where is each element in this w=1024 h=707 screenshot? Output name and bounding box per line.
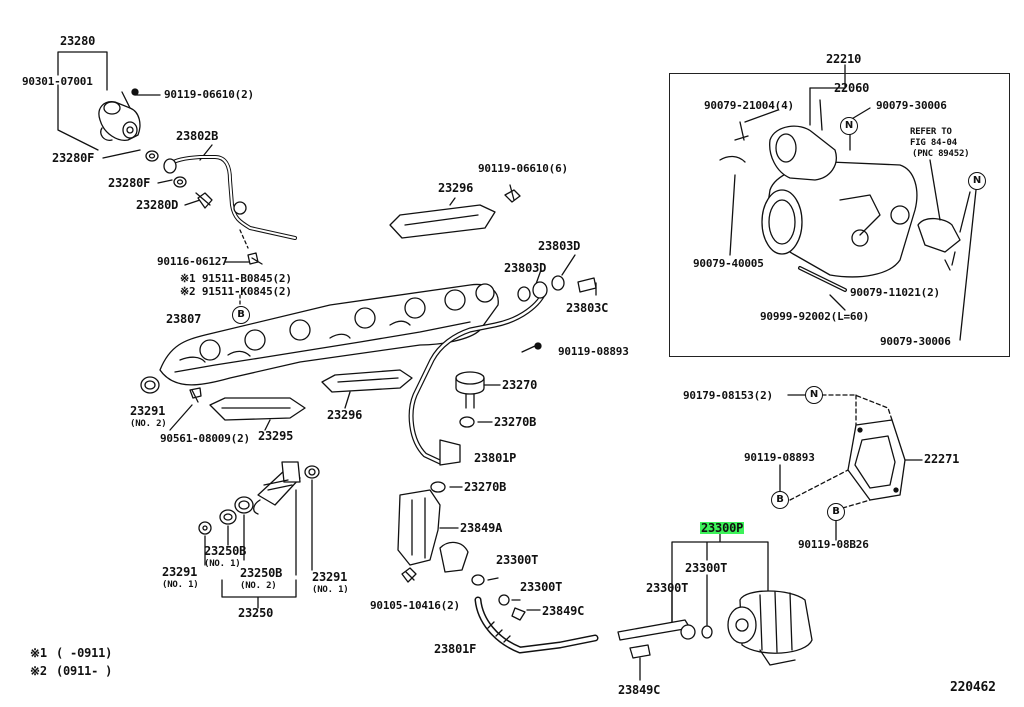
label-23291-no1-a[interactable]: 23291 xyxy=(162,565,198,579)
throttle-body-inset-frame xyxy=(669,73,1010,357)
note-1-mark: ※1 xyxy=(30,646,47,660)
label-23291-no2-qualifier: (NO. 2) xyxy=(130,419,167,429)
label-90119-08893-rail[interactable]: 90119-08893 xyxy=(558,345,629,358)
label-23295[interactable]: 23295 xyxy=(258,429,294,443)
callout-n-icon-3: N xyxy=(805,386,823,404)
label-23300T-filter-2[interactable]: 23300T xyxy=(646,581,689,595)
label-90119-06610-2[interactable]: 90119-06610(2) xyxy=(164,88,254,101)
hose-23801F-shape xyxy=(474,596,599,654)
label-90999-92002[interactable]: 90999-92002(L=60) xyxy=(760,310,870,323)
label-23280F[interactable]: 23280F xyxy=(52,151,95,165)
callout-n-icon-2: N xyxy=(968,172,986,190)
label-refer-fig: FIG 84-04 xyxy=(910,138,957,148)
label-23250B-no1[interactable]: 23250B xyxy=(204,544,247,558)
callout-n-icon: N xyxy=(840,117,858,135)
label-22210[interactable]: 22210 xyxy=(826,52,862,66)
label-23270B[interactable]: 23270B xyxy=(494,415,537,429)
callout-b-icon: B xyxy=(232,306,250,324)
label-23803C[interactable]: 23803C xyxy=(566,301,609,315)
label-23291-no1-b-qualifier: (NO. 1) xyxy=(312,585,349,595)
label-22060[interactable]: 22060 xyxy=(834,81,870,95)
label-91511-K0845[interactable]: ※2 91511-K0845(2) xyxy=(180,285,292,298)
label-23291-no1-a-qualifier: (NO. 1) xyxy=(162,580,199,590)
label-23300P-highlighted[interactable]: 23300P xyxy=(700,521,745,535)
label-23280[interactable]: 23280 xyxy=(60,34,96,48)
label-23250[interactable]: 23250 xyxy=(238,606,274,620)
label-90079-40005[interactable]: 90079-40005 xyxy=(693,257,764,270)
pipe-23802B-shape xyxy=(163,155,297,240)
label-90079-21004[interactable]: 90079-21004(4) xyxy=(704,99,794,112)
label-23296-upper[interactable]: 23296 xyxy=(438,181,474,195)
label-23296-lower[interactable]: 23296 xyxy=(327,408,363,422)
label-23270B-2[interactable]: 23270B xyxy=(464,480,507,494)
label-23849C[interactable]: 23849C xyxy=(542,604,585,618)
label-23291-no1-b[interactable]: 23291 xyxy=(312,570,348,584)
label-90105-10416[interactable]: 90105-10416(2) xyxy=(370,599,460,612)
label-23849C-filter[interactable]: 23849C xyxy=(618,683,661,697)
callout-b-icon-2: B xyxy=(771,491,789,509)
gasket-22271-shape xyxy=(847,419,923,501)
note-2-text: (0911- ) xyxy=(56,664,113,678)
callout-b-icon-3: B xyxy=(827,503,845,521)
label-90079-30006-top[interactable]: 90079-30006 xyxy=(876,99,947,112)
throttle-body-shape xyxy=(761,125,961,278)
label-23807[interactable]: 23807 xyxy=(166,312,202,326)
label-23291-no2[interactable]: 23291 xyxy=(130,404,166,418)
label-90079-11021[interactable]: 90079-11021(2) xyxy=(850,286,940,299)
label-23270[interactable]: 23270 xyxy=(502,378,538,392)
leader-lines-top-left xyxy=(57,51,251,306)
label-90179-08153[interactable]: 90179-08153(2) xyxy=(683,389,773,402)
label-23849A[interactable]: 23849A xyxy=(460,521,503,535)
label-23280D[interactable]: 23280D xyxy=(136,198,179,212)
label-23803D-2[interactable]: 23803D xyxy=(504,261,547,275)
damper-23270-shape xyxy=(455,371,501,409)
label-22271[interactable]: 22271 xyxy=(924,452,960,466)
note-1-text: ( -0911) xyxy=(56,646,113,660)
label-refer-pnc: (PNC 89452) xyxy=(912,149,970,159)
fitting-23280-shape xyxy=(98,88,141,141)
figure-number: 220462 xyxy=(950,680,996,695)
note-2-mark: ※2 xyxy=(30,664,47,678)
bracket-23849A-shape xyxy=(397,489,459,566)
label-23300T[interactable]: 23300T xyxy=(496,553,539,567)
label-90561-08009[interactable]: 90561-08009(2) xyxy=(160,432,250,445)
label-90079-30006-bottom[interactable]: 90079-30006 xyxy=(880,335,951,348)
label-23250B-no2[interactable]: 23250B xyxy=(240,566,283,580)
fuel-filter-shape xyxy=(727,590,813,666)
label-23803D[interactable]: 23803D xyxy=(538,239,581,253)
label-23280F-2[interactable]: 23280F xyxy=(108,176,151,190)
label-90116-06127[interactable]: 90116-06127 xyxy=(157,255,228,268)
label-23801F[interactable]: 23801F xyxy=(434,642,477,656)
label-90301-07001[interactable]: 90301-07001 xyxy=(22,75,93,88)
label-90119-08893-gasket[interactable]: 90119-08893 xyxy=(744,451,815,464)
label-90119-08B26[interactable]: 90119-08B26 xyxy=(798,538,869,551)
injector-23250-shape xyxy=(253,461,301,515)
label-refer-to: REFER TO xyxy=(910,127,952,137)
pipe-23801P-shape xyxy=(408,281,548,466)
label-23250B-no2-qualifier: (NO. 2) xyxy=(240,581,277,591)
label-23300T-filter[interactable]: 23300T xyxy=(685,561,728,575)
label-23802B[interactable]: 23802B xyxy=(176,129,219,143)
label-23300T-2[interactable]: 23300T xyxy=(520,580,563,594)
label-23801P[interactable]: 23801P xyxy=(474,451,517,465)
label-23250B-no1-qualifier: (NO. 1) xyxy=(204,559,241,569)
fuel-rail-23807-shape xyxy=(159,283,499,386)
label-90119-06610-6[interactable]: 90119-06610(6) xyxy=(478,162,568,175)
label-91511-B0845[interactable]: ※1 91511-B0845(2) xyxy=(180,272,292,285)
